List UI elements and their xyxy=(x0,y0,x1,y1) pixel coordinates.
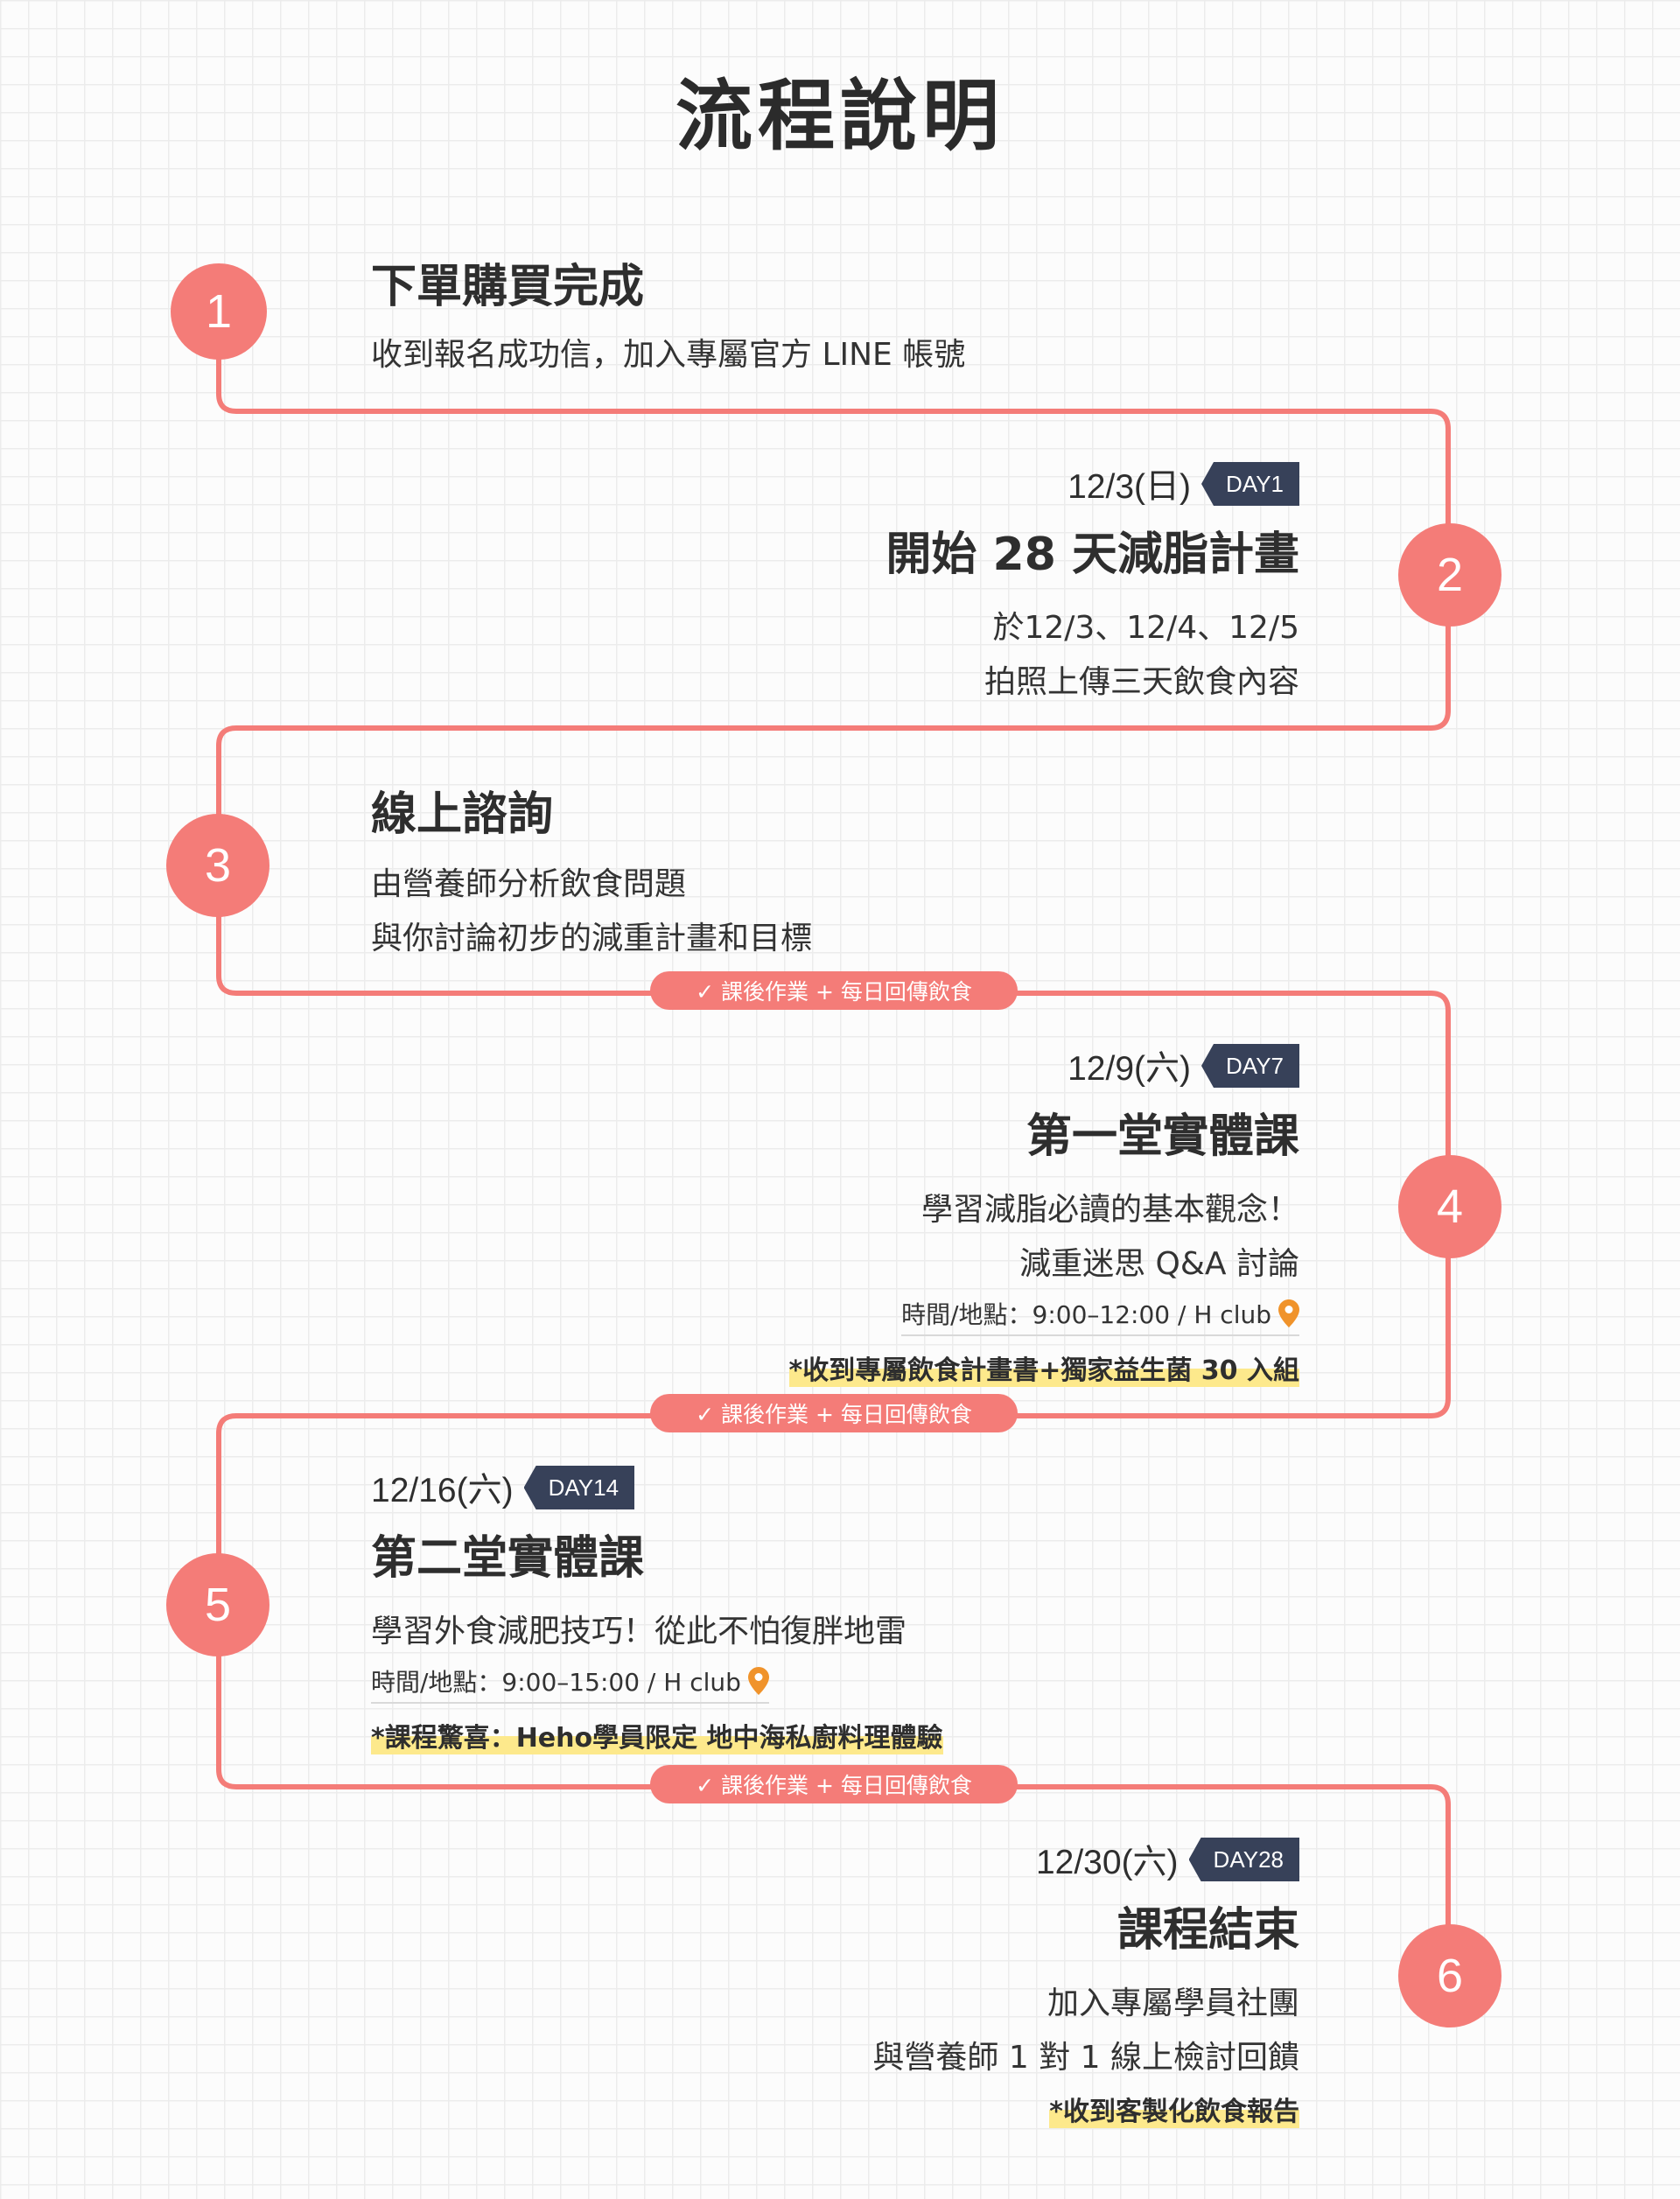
step-4-title: 第一堂實體課 xyxy=(1026,1110,1299,1163)
step-1-title: 下單購買完成 xyxy=(371,261,645,313)
step-2-line-1: 於12/3、12/4、12/5 xyxy=(992,610,1299,646)
step-1-number: 1 xyxy=(171,263,267,360)
step-3-number: 3 xyxy=(166,814,270,917)
step-2-line-2: 拍照上傳三天飲食內容 xyxy=(984,664,1299,700)
homework-pill-1: ✓ 課後作業 + 每日回傳飲食 xyxy=(650,971,1018,1010)
homework-pill-2: ✓ 課後作業 + 每日回傳飲食 xyxy=(650,1394,1018,1432)
page-title: 流程說明 xyxy=(675,71,1004,161)
step-6-line-1: 加入專屬學員社團 xyxy=(1046,1985,1299,2021)
step-5-number: 5 xyxy=(166,1553,270,1656)
step-2-title: 開始 28 天減脂計畫 xyxy=(886,529,1299,581)
step-5-note: *課程驚喜：Heho學員限定 地中海私廚料理體驗 xyxy=(371,1716,943,1754)
step-1: 下單購買完成 收到報名成功信，加入專屬官方 LINE 帳號 xyxy=(371,249,965,375)
step-3-line-1: 由營養師分析飲食問題 xyxy=(371,866,687,902)
homework-pill-3: ✓ 課後作業 + 每日回傳飲食 xyxy=(650,1765,1018,1803)
step-4: 12/9(六) DAY7 第一堂實體課 學習減脂必讀的基本觀念！ 減重迷思 Q&… xyxy=(788,1041,1299,1387)
step-5-line-1: 學習外食減肥技巧！從此不怕復胖地雷 xyxy=(371,1614,907,1649)
step-2-number: 2 xyxy=(1398,523,1502,627)
step-4-date-row: 12/9(六) DAY7 xyxy=(789,1041,1299,1090)
step-5-info-text: 時間/地點：9:00–15:00 / H club xyxy=(371,1668,741,1697)
step-3-line-2: 與你討論初步的減重計畫和目標 xyxy=(371,921,813,956)
step-3: 線上諮詢 由營養師分析飲食問題 與你討論初步的減重計畫和目標 xyxy=(371,777,812,958)
step-4-line-1: 學習減脂必讀的基本觀念！ xyxy=(920,1192,1299,1228)
location-pin-icon xyxy=(1278,1299,1299,1327)
step-6-day-badge: DAY28 xyxy=(1188,1838,1299,1881)
step-6-title: 課程結束 xyxy=(1116,1904,1299,1957)
step-2-date-row: 12/3(日) DAY1 xyxy=(886,459,1299,508)
step-2: 12/3(日) DAY1 開始 28 天減脂計畫 於12/3、12/4、12/5… xyxy=(886,459,1299,702)
step-4-note: *收到專屬飲食計畫書+獨家益生菌 30 入組 xyxy=(788,1348,1299,1387)
step-6: 12/30(六) DAY28 課程結束 加入專屬學員社團 與營養師 1 對 1 … xyxy=(872,1835,1299,2128)
step-3-title: 線上諮詢 xyxy=(371,788,554,841)
step-6-line-2: 與營養師 1 對 1 線上檢討回饋 xyxy=(872,2040,1299,2076)
step-2-day-badge: DAY1 xyxy=(1201,462,1299,506)
step-4-day-badge: DAY7 xyxy=(1201,1044,1299,1088)
step-4-date: 12/9(六) xyxy=(1068,1050,1191,1088)
step-4-info-text: 時間/地點：9:00–12:00 / H club xyxy=(901,1300,1271,1329)
step-4-info: 時間/地點：9:00–12:00 / H club xyxy=(901,1296,1299,1336)
step-6-date-row: 12/30(六) DAY28 xyxy=(872,1835,1299,1884)
step-2-date: 12/3(日) xyxy=(1068,468,1191,506)
step-5-day-badge: DAY14 xyxy=(523,1466,635,1509)
step-6-number: 6 xyxy=(1398,1924,1502,2027)
step-4-line-2: 減重迷思 Q&A 討論 xyxy=(1019,1246,1299,1282)
step-1-line: 收到報名成功信，加入專屬官方 LINE 帳號 xyxy=(371,337,966,373)
location-pin-icon xyxy=(747,1667,769,1695)
step-5-date: 12/16(六) xyxy=(371,1472,514,1509)
step-5-date-row: 12/16(六) DAY14 xyxy=(371,1463,943,1512)
step-5-info: 時間/地點：9:00–15:00 / H club xyxy=(371,1663,769,1704)
step-6-date: 12/30(六) xyxy=(1035,1844,1179,1881)
step-4-number: 4 xyxy=(1398,1155,1502,1258)
step-5-title: 第二堂實體課 xyxy=(371,1532,645,1585)
step-6-note: *收到客製化飲食報告 xyxy=(1049,2090,1299,2128)
step-5: 12/16(六) DAY14 第二堂實體課 學習外食減肥技巧！從此不怕復胖地雷 … xyxy=(371,1463,943,1754)
